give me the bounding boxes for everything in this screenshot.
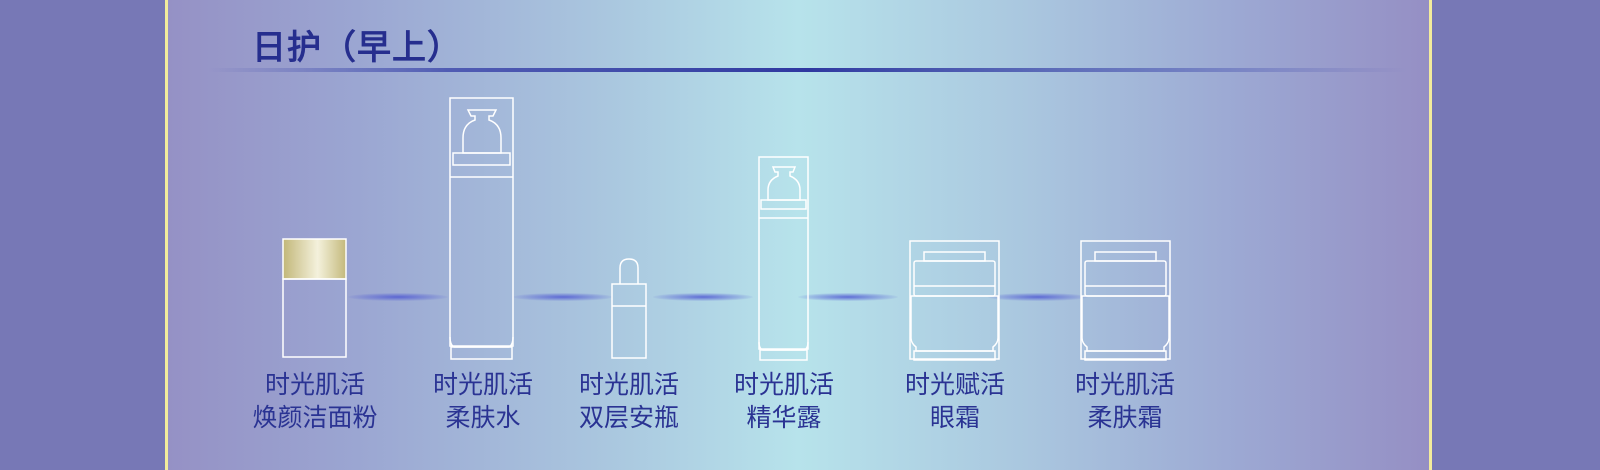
product-name: 眼霜 xyxy=(929,403,980,432)
product-name: 精华露 xyxy=(746,403,822,432)
connector-glow xyxy=(653,293,753,301)
product-series: 时光赋活 xyxy=(904,370,1005,399)
product-series: 时光肌活 xyxy=(1074,370,1175,399)
product-name: 柔肤水 xyxy=(445,403,521,432)
pump-bottle-tall-icon xyxy=(449,97,514,360)
powder-jar-icon xyxy=(282,238,347,358)
connector-glow xyxy=(348,293,448,301)
cream-jar-icon xyxy=(909,240,1000,361)
connector-glow xyxy=(988,293,1088,301)
product-series: 时光肌活 xyxy=(733,370,834,399)
section-title: 日护（早上） xyxy=(252,28,462,68)
product-name: 焕颜洁面粉 xyxy=(252,403,378,432)
product-series: 时光肌活 xyxy=(578,370,679,399)
routine-panel: 日护（早上） 时光肌活 焕颜洁面粉 xyxy=(165,0,1432,470)
title-divider xyxy=(208,68,1408,72)
product-series: 时光肌活 xyxy=(432,370,533,399)
product-series: 时光肌活 xyxy=(264,370,365,399)
ampoule-vial-icon xyxy=(611,258,647,359)
connector-glow xyxy=(798,293,898,301)
connector-glow xyxy=(513,293,613,301)
cream-jar-icon xyxy=(1080,240,1171,361)
product-name: 双层安瓶 xyxy=(578,403,679,432)
product-name: 柔肤霜 xyxy=(1087,403,1163,432)
pump-bottle-icon xyxy=(758,156,809,361)
